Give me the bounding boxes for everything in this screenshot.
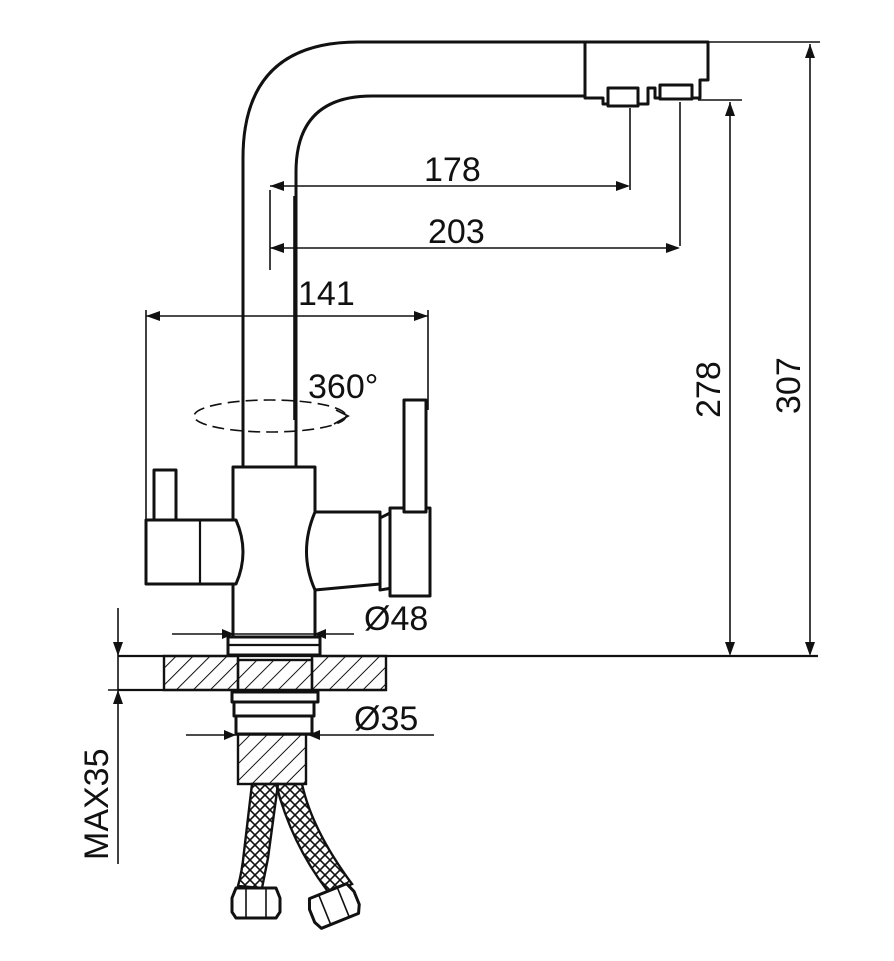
outlet-nozzle-1 <box>606 86 640 108</box>
right-lever <box>402 398 428 514</box>
label-max35: MAX35 <box>78 749 116 861</box>
label-diameter-35: Ø35 <box>354 700 418 738</box>
hose-right <box>274 782 354 896</box>
right-handle-body <box>388 506 432 598</box>
label-203: 203 <box>428 213 485 251</box>
shank-body <box>236 732 308 786</box>
mounting-nut <box>232 700 316 718</box>
dimension-lines <box>108 41 820 864</box>
spout-tube <box>241 40 587 472</box>
hose-nut-left <box>230 886 282 920</box>
left-valve <box>144 518 245 586</box>
faucet-body <box>144 398 432 657</box>
shank-top <box>236 658 314 692</box>
label-diameter-48: Ø48 <box>364 600 428 638</box>
label-178: 178 <box>424 151 481 189</box>
label-278: 278 <box>690 361 728 418</box>
hose-nut-right <box>307 882 361 930</box>
label-307: 307 <box>770 357 808 414</box>
outlet-nozzle-2 <box>658 83 694 101</box>
countertop-section <box>118 654 818 692</box>
supply-hoses <box>230 782 361 930</box>
body-column <box>231 465 317 639</box>
right-valve <box>305 510 382 592</box>
dimension-labels: 178 203 141 360° Ø48 Ø35 278 307 MAX35 <box>78 151 808 860</box>
spout <box>241 40 710 472</box>
label-141: 141 <box>298 275 355 313</box>
label-360: 360° <box>308 368 378 406</box>
washer-right <box>310 654 388 692</box>
mounting-shank <box>230 690 320 786</box>
hose-left <box>236 782 280 890</box>
washer-left <box>162 654 240 692</box>
